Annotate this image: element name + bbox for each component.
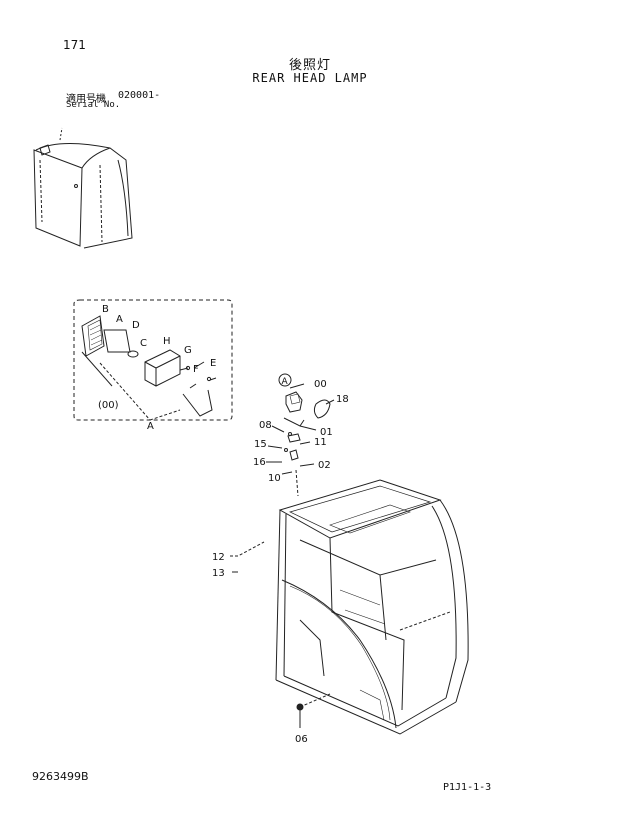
inset-label-c: C	[140, 338, 147, 349]
overview-cab-drawing	[33, 127, 133, 249]
title-japanese: 後照灯	[288, 58, 331, 73]
lamp-assembly-parts	[230, 383, 335, 728]
callout-15: 15	[254, 439, 267, 450]
callout-12: 12	[212, 552, 225, 563]
inset-label-d: D	[132, 320, 140, 331]
callout-00: 00	[314, 379, 327, 390]
title-english: REAR HEAD LAMP	[252, 71, 368, 85]
serial-label-english: Serial No.	[66, 100, 121, 110]
inset-label-e: E	[210, 358, 216, 369]
circled-marker-a: A	[282, 377, 289, 387]
callout-08: 08	[259, 420, 272, 431]
inset-label-g: G	[184, 345, 192, 356]
callout-11: 11	[314, 437, 327, 448]
callout-13: 13	[212, 568, 225, 579]
circled-marker-ring	[278, 373, 292, 387]
callout-01: 01	[320, 427, 333, 438]
callout-16: 16	[253, 457, 266, 468]
inset-label-h: H	[163, 336, 171, 347]
main-cab-frame	[275, 479, 469, 735]
inset-assembly-label: (00)	[98, 400, 119, 411]
callout-10: 10	[268, 473, 281, 484]
document-code: 9263499B	[32, 770, 89, 783]
inset-label-f: F	[193, 364, 199, 375]
inset-detail-box	[73, 299, 233, 421]
page-number: 171	[63, 38, 86, 52]
callout-02: 02	[318, 460, 331, 471]
page-code: P1J1-1-3	[443, 782, 492, 793]
inset-detail-marker: A	[147, 421, 154, 432]
inset-label-a: A	[116, 314, 123, 325]
callout-18: 18	[336, 394, 349, 405]
inset-label-b: B	[102, 304, 109, 315]
callout-06: 06	[295, 734, 308, 745]
serial-number-value: 020001-	[118, 90, 161, 101]
serial-label-japanese: 適用号機	[66, 94, 106, 105]
